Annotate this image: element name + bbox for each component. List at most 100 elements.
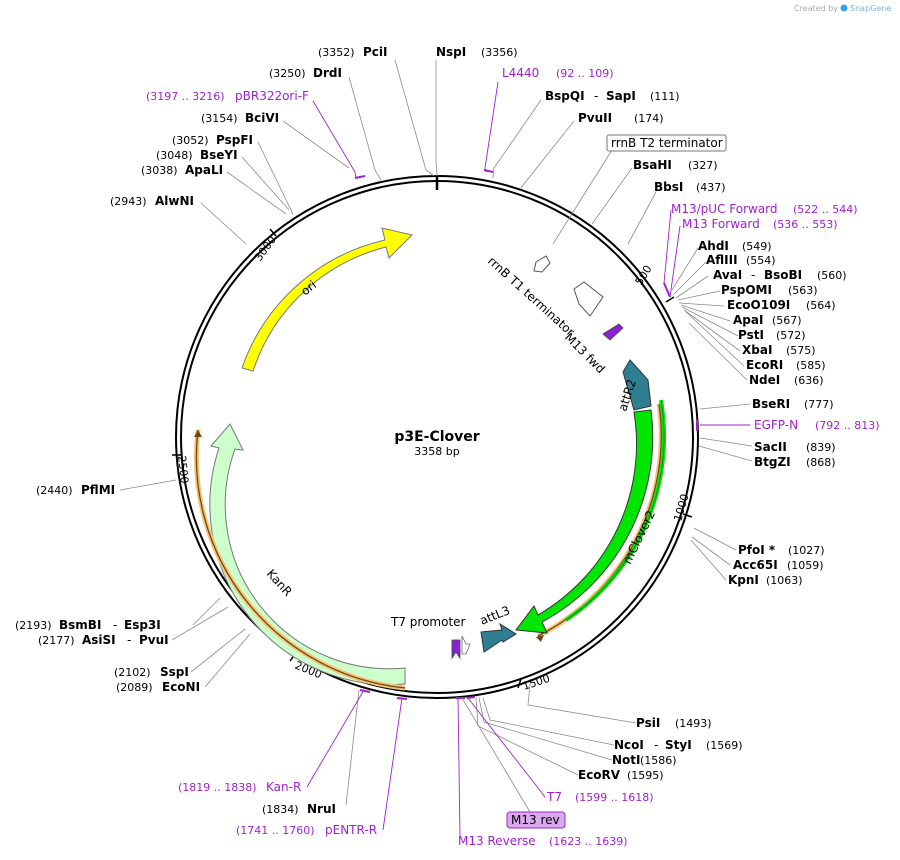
kanr-primer-name[interactable]: Kan-R [266, 780, 301, 794]
pvui-name[interactable]: PvuI [139, 633, 169, 647]
aflIII-pos: (554) [746, 254, 776, 267]
psti-name[interactable]: PstI [738, 328, 764, 342]
nspl-pos: (3356) [481, 46, 518, 59]
pcil-name[interactable]: PciI [363, 45, 388, 59]
bsahi-name[interactable]: BsaHI [633, 158, 672, 172]
bbsi-name[interactable]: BbsI [654, 180, 683, 194]
t7-primer-range: (1599 .. 1618) [575, 791, 654, 804]
psii-pos: (1493) [675, 717, 712, 730]
bsmbi-pos: (2193) [15, 619, 52, 632]
bseri-pos: (777) [804, 398, 834, 411]
pbr322ori-primer-name[interactable]: pBR322ori-F [235, 89, 309, 103]
sspi-name[interactable]: SspI [160, 665, 189, 679]
drdl-pos: (3250) [269, 67, 306, 80]
pfoi-pos: (1027) [788, 544, 825, 557]
rrnb-t1-feature-arrow[interactable] [573, 281, 604, 317]
kanr-orf-line [195, 429, 406, 689]
kanr-feature-arrow[interactable] [209, 423, 406, 686]
pentr-primer-name[interactable]: pENTR-R [325, 823, 377, 837]
rrnb-t1-label: rrnB T1 terminator [485, 254, 577, 339]
attl3-feature-arrow[interactable] [480, 622, 517, 653]
noti-name[interactable]: NotI [612, 753, 641, 767]
pspomi-pos: (563) [788, 284, 818, 297]
nrui-name[interactable]: NruI [307, 802, 336, 816]
rrnb-t2-label-box [606, 134, 727, 152]
m13rev-primer-name[interactable]: M13 Reverse [458, 834, 536, 848]
pfoi-name[interactable]: PfoI * [738, 543, 776, 557]
nspl-name[interactable]: NspI [436, 45, 466, 59]
pspfi-name[interactable]: PspFI [216, 133, 253, 147]
bseyi-pos: (3048) [156, 149, 193, 162]
xbai-pos: (575) [786, 344, 816, 357]
btgzi-name[interactable]: BtgZI [754, 455, 791, 469]
kpni-name[interactable]: KpnI [728, 573, 759, 587]
credit-brand: SnapGene [850, 4, 891, 13]
ndei-name[interactable]: NdeI [749, 373, 780, 387]
m13fwd-primer-name[interactable]: M13 Forward [682, 217, 760, 231]
acc65i-pos: (1059) [787, 559, 824, 572]
bspqi-name[interactable]: BspQI [545, 89, 585, 103]
acc65i-name[interactable]: Acc65I [733, 558, 778, 572]
pspomi-name[interactable]: PspOMI [721, 283, 772, 297]
egfpn-primer-range: (792 .. 813) [815, 419, 880, 432]
m13-fwd-feature[interactable] [602, 323, 624, 341]
attr2-feature-arrow[interactable] [622, 359, 652, 411]
mclover2-feature-arrow[interactable] [515, 409, 654, 634]
asisi-name[interactable]: AsiSI [82, 633, 116, 647]
apai-pos: (567) [772, 314, 802, 327]
ecorv-name[interactable]: EcoRV [578, 768, 621, 782]
t7-primer-name[interactable]: T7 [546, 790, 562, 804]
tick-1500: 1500 [521, 672, 552, 693]
pfimi-pos: (2440) [36, 484, 73, 497]
lac-operator-feature[interactable] [461, 635, 471, 655]
ecorv-pos: (1595) [627, 769, 664, 782]
drdl-name[interactable]: DrdI [313, 66, 342, 80]
alwni-pos: (2943) [110, 195, 147, 208]
econi-name[interactable]: EcoNI [162, 680, 200, 694]
bsobi-name[interactable]: BsoBI [764, 268, 802, 282]
aflIII-name[interactable]: AflIII [706, 253, 738, 267]
bseri-name[interactable]: BseRI [752, 397, 790, 411]
ecori-pos: (585) [796, 359, 826, 372]
attl3-label: attL3 [478, 603, 512, 628]
esp3i-name[interactable]: Esp3I [124, 618, 161, 632]
alwni-name[interactable]: AlwNI [155, 194, 194, 208]
ori-feature-arrow[interactable] [241, 227, 413, 372]
apali-pos: (3038) [141, 164, 178, 177]
m13-rev-label-box[interactable] [506, 811, 566, 829]
aval-name[interactable]: AvaI [713, 268, 742, 282]
pvull-name[interactable]: PvuII [578, 111, 612, 125]
sapi-name[interactable]: SapI [606, 89, 636, 103]
ahdi-name[interactable]: AhdI [698, 239, 729, 253]
ecori-name[interactable]: EcoRI [746, 358, 783, 372]
bseyi-name[interactable]: BseYI [200, 148, 238, 162]
eco0109i-pos: (564) [806, 299, 836, 312]
eco0109i-name[interactable]: EcoO109I [727, 298, 790, 312]
aval-pos: (560) [817, 269, 847, 282]
asisi-pos: (2177) [38, 634, 75, 647]
bspqi-sep: - [594, 89, 598, 103]
styi-name[interactable]: StyI [665, 738, 692, 752]
leader-lines [119, 59, 753, 839]
l4440-primer-name[interactable]: L4440 [502, 66, 539, 80]
mclover-band-line [565, 399, 665, 621]
xbai-name[interactable]: XbaI [742, 343, 772, 357]
ncoi-name[interactable]: NcoI [614, 738, 644, 752]
apali-name[interactable]: ApaLI [185, 163, 223, 177]
pvull-pos: (174) [634, 112, 664, 125]
sacii-name[interactable]: SacII [754, 440, 787, 454]
egfpn-primer-name[interactable]: EGFP-N [754, 418, 798, 432]
t7-promoter-feature[interactable] [451, 639, 461, 660]
rrnb-t2-label: rrnB T2 terminator [611, 136, 723, 150]
bcivi-name[interactable]: BciVI [245, 111, 279, 125]
rrnb-t2-feature-arrow[interactable] [533, 255, 551, 273]
ahdi-pos: (549) [742, 240, 772, 253]
psii-name[interactable]: PsiI [636, 716, 660, 730]
aval-sep: - [751, 268, 755, 282]
bsmbi-name[interactable]: BsmBI [59, 618, 101, 632]
apai-name[interactable]: ApaI [733, 313, 763, 327]
m13puc-primer-name[interactable]: M13/pUC Forward [671, 202, 778, 216]
pfimi-name[interactable]: PflMI [81, 483, 115, 497]
m13puc-primer-range: (522 .. 544) [793, 203, 858, 216]
l4440-primer-range: (92 .. 109) [556, 67, 614, 80]
